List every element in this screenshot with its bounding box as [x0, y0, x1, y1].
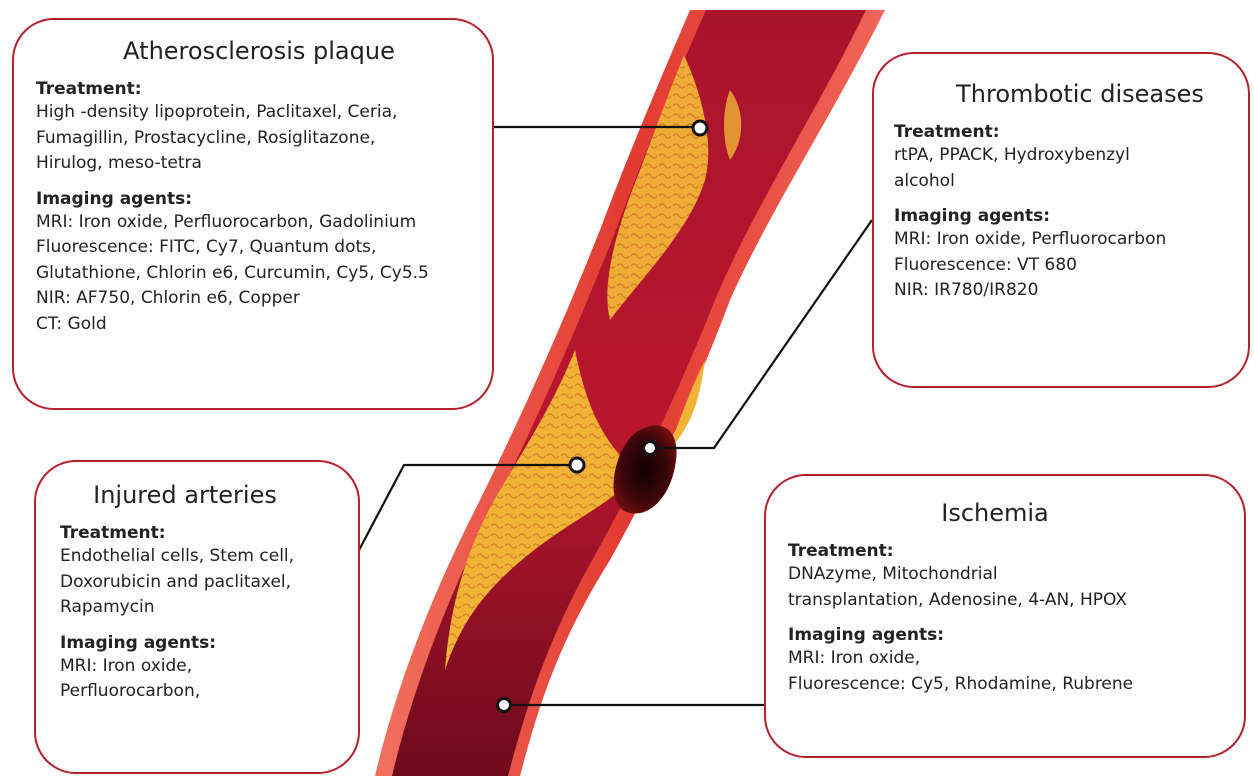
imaging-line: Fluorescence: Cy5, Rhodamine, Rubrene	[788, 672, 1232, 698]
treatment-line: High -density lipoprotein, Paclitaxel, C…	[36, 100, 472, 126]
imaging-line: Glutathione, Chlorin e6, Curcumin, Cy5, …	[36, 261, 472, 287]
treatment-line: Fumagillin, Prostacycline, Rosiglitazone…	[36, 126, 472, 152]
treatment-heading: Treatment:	[894, 121, 1236, 143]
marker-ischemia	[498, 699, 511, 712]
callout-title: Atherosclerosis plaque	[36, 36, 472, 66]
imaging-line: CT: Gold	[36, 312, 472, 338]
callout-title: Injured arteries	[60, 480, 346, 510]
treatment-line: Hirulog, meso-tetra	[36, 151, 472, 177]
callout-ischemia: Ischemia Treatment: DNAzyme, Mitochondri…	[764, 474, 1246, 758]
callout-title: Thrombotic diseases	[894, 79, 1236, 109]
imaging-heading: Imaging agents:	[894, 205, 1236, 227]
imaging-heading: Imaging agents:	[788, 624, 1232, 646]
imaging-line: MRI: Iron oxide, Perfluorocarbon	[894, 227, 1236, 253]
marker-thrombotic	[644, 442, 657, 455]
callout-injured-arteries: Injured arteries Treatment: Endothelial …	[34, 460, 360, 774]
treatment-line: alcohol	[894, 169, 1236, 195]
treatment-heading: Treatment:	[36, 78, 472, 100]
imaging-line: MRI: Iron oxide, Perfluorocarbon, Gadoli…	[36, 210, 472, 236]
imaging-line: NIR: AF750, Chlorin e6, Copper	[36, 286, 472, 312]
imaging-heading: Imaging agents:	[36, 188, 472, 210]
treatment-line: rtPA, PPACK, Hydroxybenzyl	[894, 143, 1236, 169]
callout-atherosclerosis: Atherosclerosis plaque Treatment: High -…	[12, 18, 494, 410]
treatment-line: transplantation, Adenosine, 4-AN, HPOX	[788, 588, 1232, 614]
callout-title: Ischemia	[788, 498, 1232, 528]
treatment-line: Endothelial cells, Stem cell,	[60, 544, 346, 570]
imaging-line: NIR: IR780/IR820	[894, 278, 1236, 304]
marker-atherosclerosis	[693, 121, 707, 135]
imaging-line: MRI: Iron oxide,	[788, 646, 1232, 672]
imaging-heading: Imaging agents:	[60, 632, 346, 654]
imaging-line: Fluorescence: FITC, Cy7, Quantum dots,	[36, 235, 472, 261]
treatment-line: Doxorubicin and paclitaxel,	[60, 570, 346, 596]
callout-thrombotic: Thrombotic diseases Treatment: rtPA, PPA…	[872, 52, 1250, 388]
treatment-heading: Treatment:	[60, 522, 346, 544]
imaging-line: Perfluorocarbon,	[60, 679, 346, 705]
treatment-line: DNAzyme, Mitochondrial	[788, 562, 1232, 588]
marker-injured	[570, 458, 584, 472]
treatment-heading: Treatment:	[788, 540, 1232, 562]
treatment-line: Rapamycin	[60, 595, 346, 621]
imaging-line: MRI: Iron oxide,	[60, 654, 346, 680]
imaging-line: Fluorescence: VT 680	[894, 253, 1236, 279]
